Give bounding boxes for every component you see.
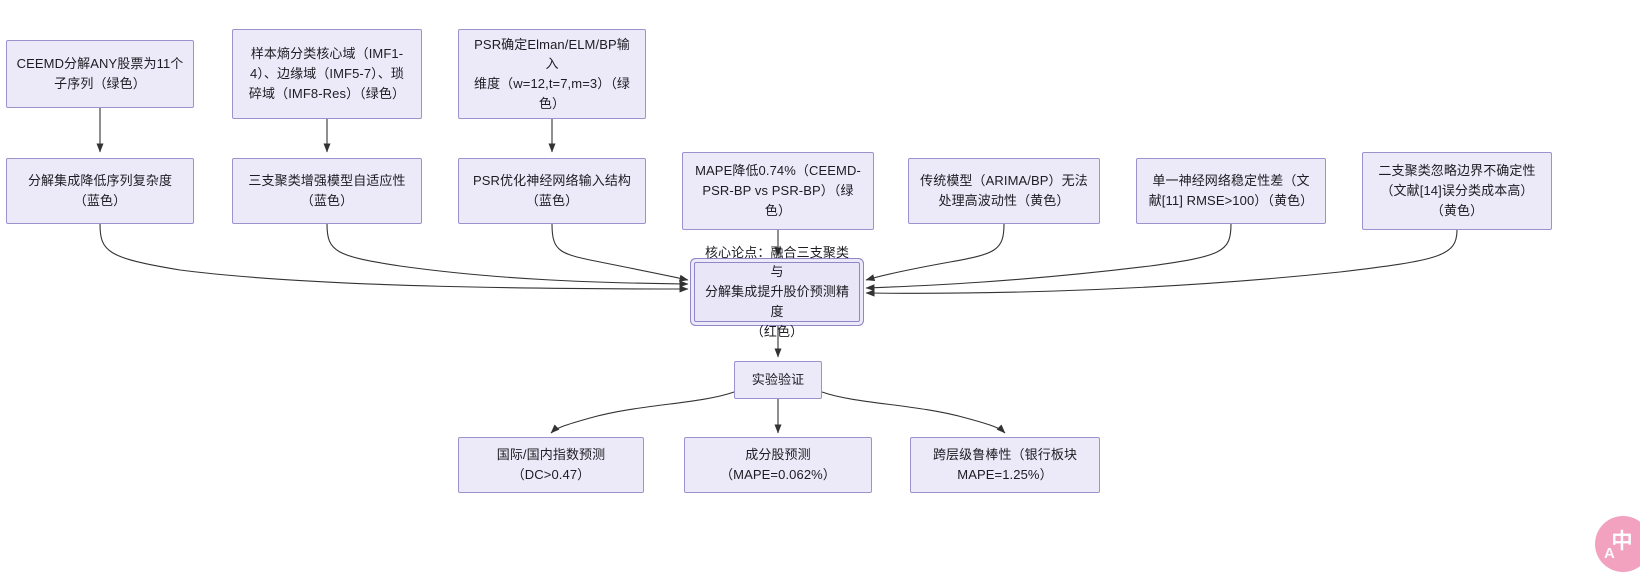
node-label: CEEMD分解ANY股票为11个 子序列（绿色）	[16, 56, 184, 91]
node-label: 三支聚类增强模型自适应性 （蓝色）	[248, 173, 406, 208]
edge-n10-to-core	[865, 229, 1458, 297]
node-n12[interactable]: 国际/国内指数预测 （DC>0.47）	[458, 437, 644, 493]
node-n9[interactable]: 单一神经网络稳定性差（文 献[11] RMSE>100）（黄色）	[1136, 158, 1326, 224]
edge-n6-to-core	[551, 223, 689, 282]
node-n2[interactable]: 样本熵分类核心域（IMF1- 4）、边缘域（IMF5-7）、琐 碎域（IMF8-…	[232, 29, 422, 119]
node-core[interactable]: 核心论点：融合三支聚类与 分解集成提升股价预测精度 （红色）	[694, 245, 860, 339]
node-n14[interactable]: 跨层级鲁棒性（银行板块 MAPE=1.25%）	[910, 437, 1100, 493]
edge-n8-to-core	[865, 223, 1005, 282]
node-n10[interactable]: 二支聚类忽略边界不确定性 （文献[14]误分类成本高） （黄色）	[1362, 152, 1552, 230]
node-label: PSR确定Elman/ELM/BP输入 维度（w=12,t=7,m=3）（绿 色…	[473, 36, 631, 111]
edge-n11-to-n12	[550, 391, 735, 434]
node-label: 分解集成降低序列复杂度 （蓝色）	[27, 173, 173, 208]
node-n5[interactable]: 三支聚类增强模型自适应性 （蓝色）	[232, 158, 422, 224]
node-label: 传统模型（ARIMA/BP）无法 处理高波动性（黄色）	[920, 173, 1088, 208]
node-label: MAPE降低0.74%（CEEMD- PSR-BP vs PSR-BP）（绿 色…	[695, 163, 861, 218]
node-n13[interactable]: 成分股预测 （MAPE=0.062%）	[684, 437, 872, 493]
node-n7[interactable]: MAPE降低0.74%（CEEMD- PSR-BP vs PSR-BP）（绿 色…	[682, 152, 874, 230]
node-n6[interactable]: PSR优化神经网络输入结构 （蓝色）	[458, 158, 646, 224]
node-n4[interactable]: 分解集成降低序列复杂度 （蓝色）	[6, 158, 194, 224]
edge-n5-to-core	[326, 223, 689, 288]
watermark-subchar: A	[1604, 545, 1615, 562]
node-label: 国际/国内指数预测 （DC>0.47）	[496, 447, 606, 482]
node-label: 成分股预测 （MAPE=0.062%）	[720, 447, 836, 482]
node-n8[interactable]: 传统模型（ARIMA/BP）无法 处理高波动性（黄色）	[908, 158, 1100, 224]
node-label: 核心论点：融合三支聚类与 分解集成提升股价预测精度 （红色）	[704, 244, 850, 339]
node-label: PSR优化神经网络输入结构 （蓝色）	[472, 173, 632, 208]
node-label: 样本熵分类核心域（IMF1- 4）、边缘域（IMF5-7）、琐 碎域（IMF8-…	[248, 46, 406, 101]
edge-n4-to-core	[99, 223, 689, 293]
node-n11[interactable]: 实验验证	[734, 361, 822, 399]
node-n3[interactable]: PSR确定Elman/ELM/BP输入 维度（w=12,t=7,m=3）（绿 色…	[458, 29, 646, 119]
node-label: 单一神经网络稳定性差（文 献[11] RMSE>100）（黄色）	[1148, 173, 1314, 208]
watermark-logo: 中 A	[1595, 516, 1640, 572]
watermark-char: 中	[1611, 529, 1633, 553]
node-label: 跨层级鲁棒性（银行板块 MAPE=1.25%）	[932, 447, 1078, 482]
edge-n9-to-core	[865, 223, 1232, 292]
node-label: 实验验证	[751, 372, 805, 388]
edge-n11-to-n14	[821, 391, 1006, 434]
node-label: 二支聚类忽略边界不确定性 （文献[14]误分类成本高） （黄色）	[1378, 163, 1536, 218]
node-n1[interactable]: CEEMD分解ANY股票为11个 子序列（绿色）	[6, 40, 194, 108]
